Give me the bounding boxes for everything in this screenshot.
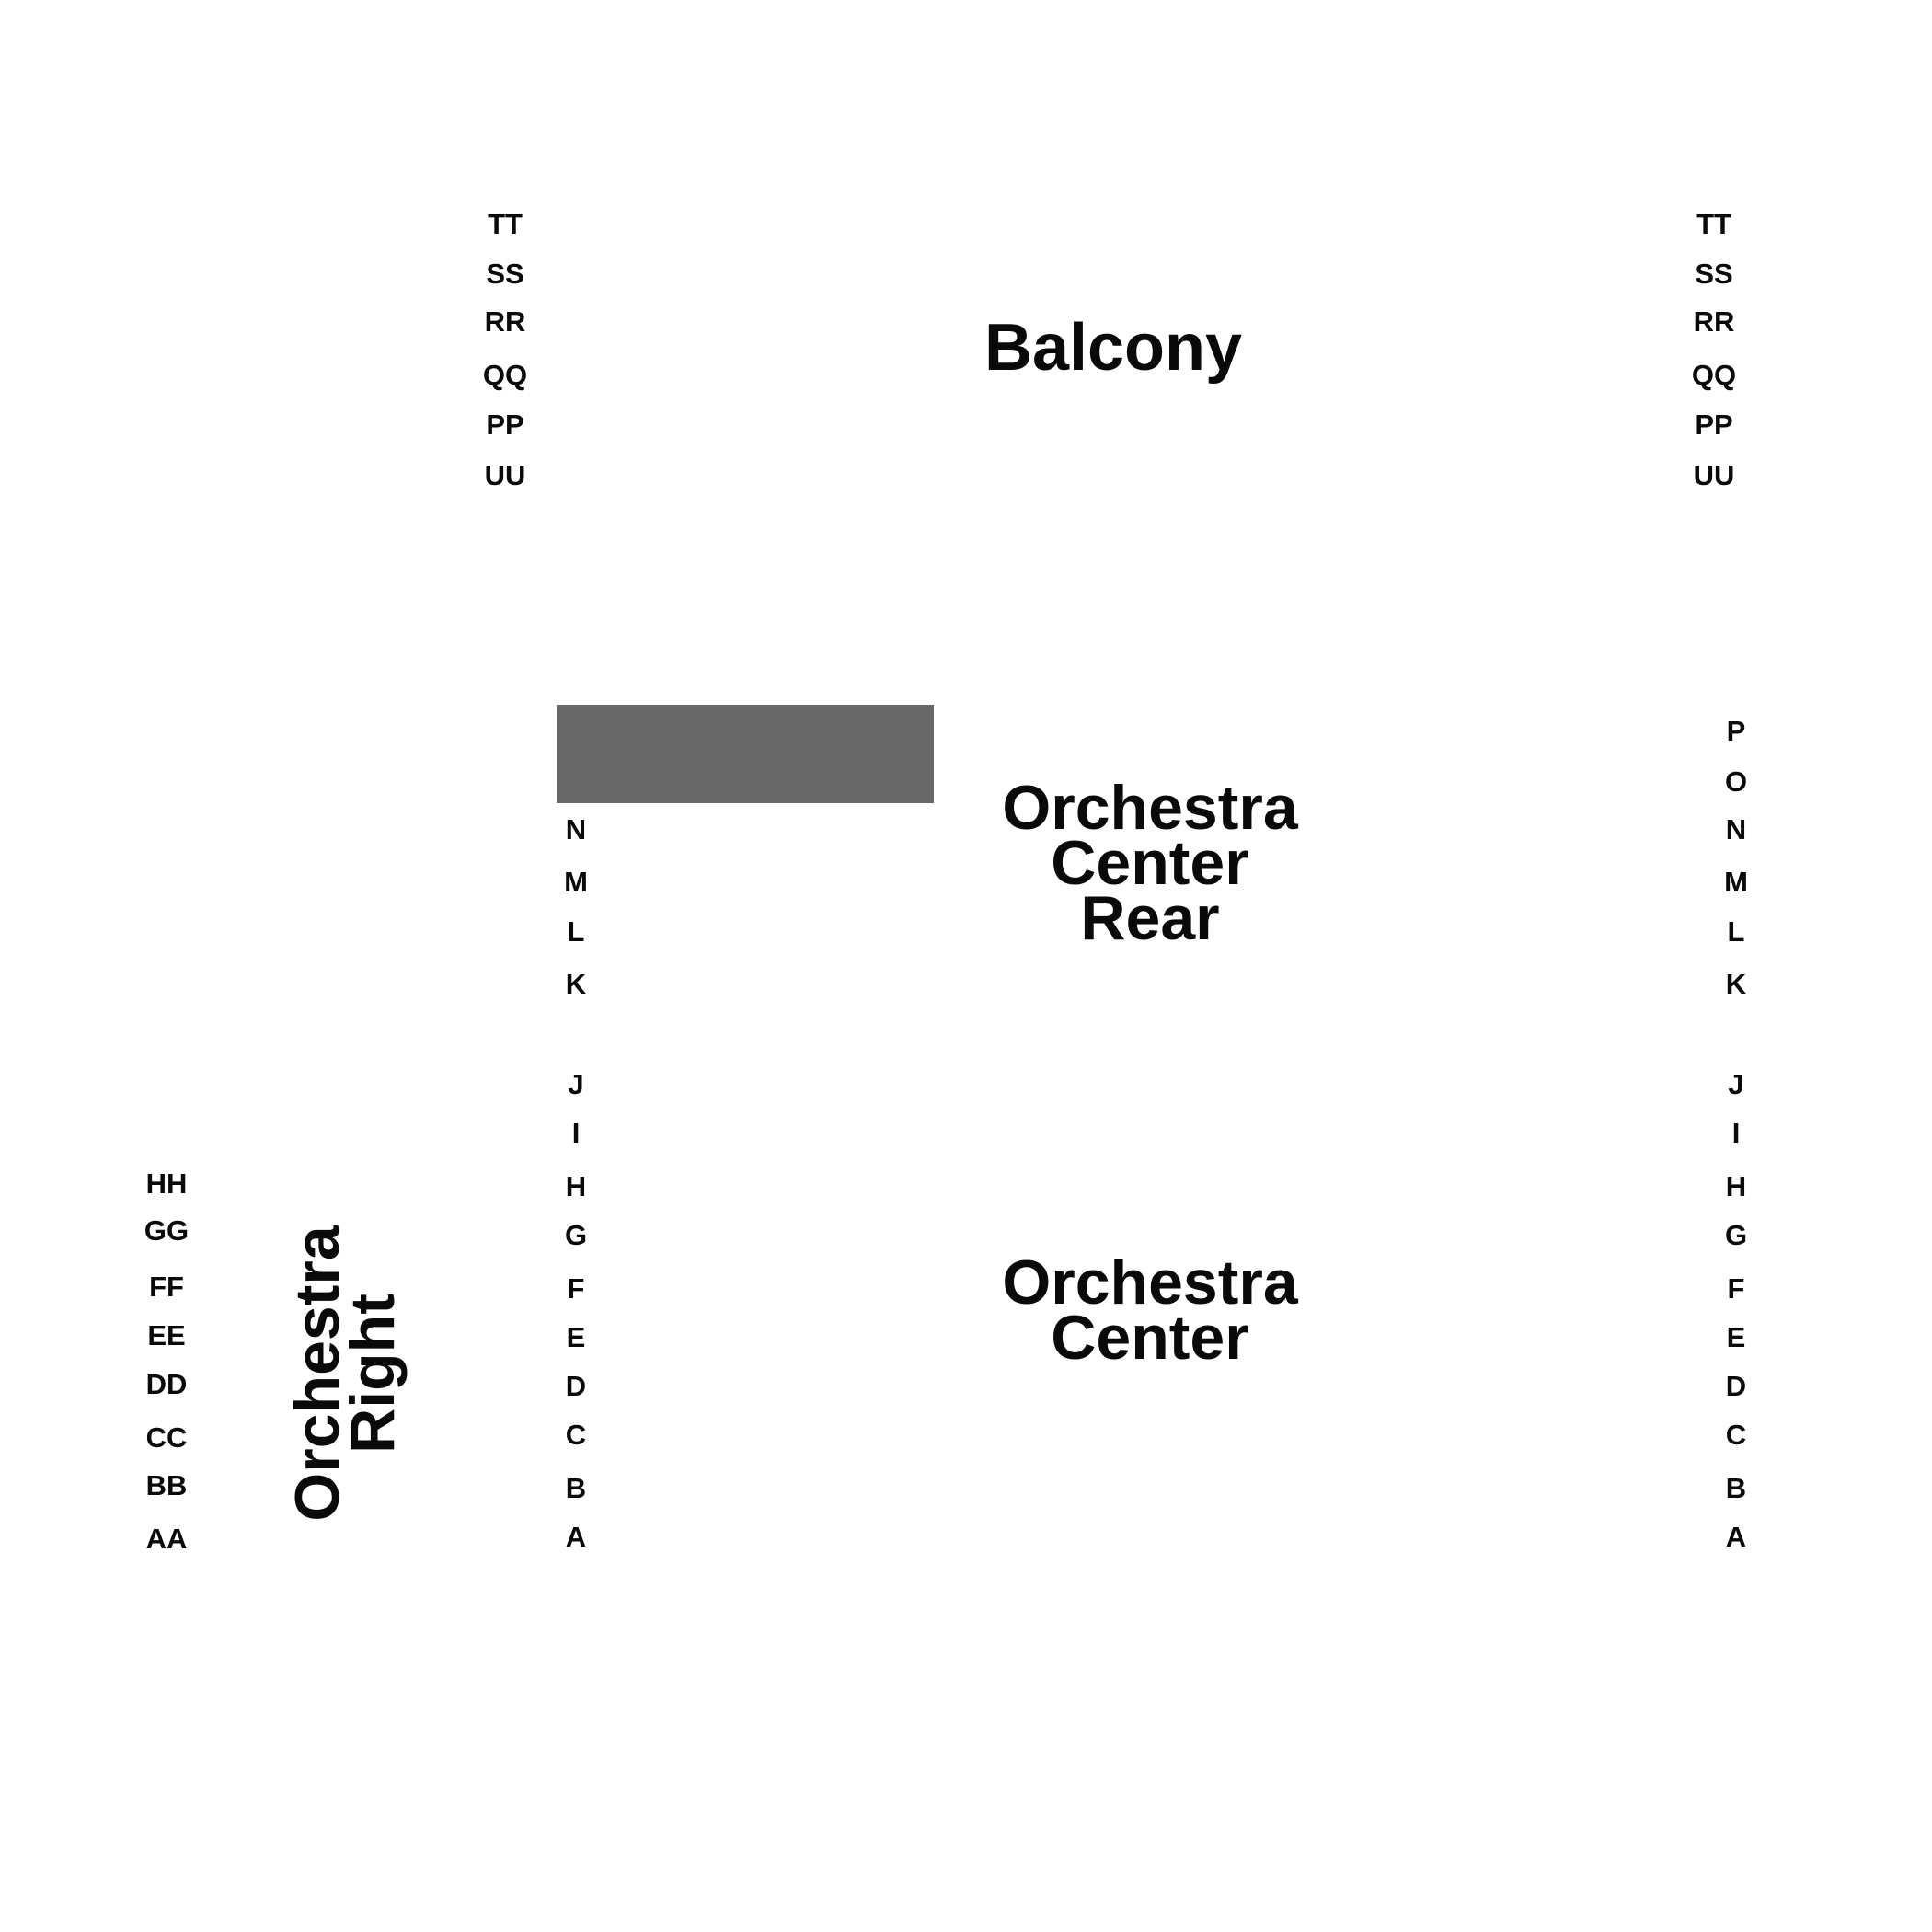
row-label-orchestra-right: DD xyxy=(145,1368,188,1400)
section-label-orchestra-center[interactable]: Orchestra Center xyxy=(957,1248,1343,1373)
row-label-center-right: E xyxy=(1726,1321,1746,1353)
row-label-center-left: A xyxy=(565,1521,587,1553)
section-label-line: Orchestra xyxy=(1002,773,1298,843)
row-label-balcony-right: QQ xyxy=(1691,359,1737,391)
section-label-orchestra-center-rear[interactable]: Orchestra Center Rear xyxy=(957,773,1343,953)
row-label-center-right: G xyxy=(1724,1219,1748,1251)
row-label-center-left: F xyxy=(567,1272,585,1305)
row-label-balcony-left: QQ xyxy=(482,359,528,391)
section-label-orchestra-right[interactable]: Orchestra Right xyxy=(282,1217,408,1530)
row-label-balcony-left: PP xyxy=(486,408,524,441)
row-label-balcony-left: RR xyxy=(484,305,526,338)
row-label-center-left: D xyxy=(565,1370,587,1402)
row-label-center-left: J xyxy=(568,1068,584,1100)
row-label-center-right: N xyxy=(1725,813,1747,845)
row-label-balcony-right: UU xyxy=(1693,459,1735,491)
row-label-center-left: I xyxy=(571,1117,581,1149)
row-label-center-right: M xyxy=(1724,866,1748,898)
row-label-center-left: K xyxy=(565,968,587,1000)
row-label-center-right: L xyxy=(1727,915,1745,948)
section-label-line: Rear xyxy=(1080,883,1220,953)
row-label-center-right: J xyxy=(1728,1068,1744,1100)
row-label-center-left: N xyxy=(565,813,587,845)
row-label-center-right: K xyxy=(1725,968,1747,1000)
section-label-line: Right xyxy=(338,1294,408,1454)
row-label-center-right: C xyxy=(1725,1419,1747,1451)
row-label-orchestra-right: FF xyxy=(149,1271,184,1303)
row-label-balcony-left: SS xyxy=(486,258,524,290)
row-label-center-right: O xyxy=(1724,765,1748,798)
blocked-area xyxy=(557,705,934,803)
row-label-center-left: M xyxy=(564,866,588,898)
row-label-orchestra-right: AA xyxy=(145,1523,188,1555)
row-label-center-right: A xyxy=(1725,1521,1747,1553)
row-label-orchestra-right: HH xyxy=(145,1167,188,1200)
row-label-center-right: F xyxy=(1727,1272,1745,1305)
row-label-balcony-right: TT xyxy=(1696,208,1731,240)
row-label-center-right: D xyxy=(1725,1370,1747,1402)
row-label-balcony-right: PP xyxy=(1695,408,1733,441)
row-label-center-left: G xyxy=(564,1219,588,1251)
row-label-center-left: E xyxy=(566,1321,586,1353)
row-label-orchestra-right: BB xyxy=(145,1469,188,1501)
section-label-balcony[interactable]: Balcony xyxy=(983,311,1243,385)
section-label-line: Center xyxy=(1051,828,1249,898)
row-label-balcony-right: SS xyxy=(1695,258,1733,290)
row-label-center-left: H xyxy=(565,1170,587,1202)
row-label-center-left: C xyxy=(565,1419,587,1451)
row-label-center-right: P xyxy=(1726,715,1746,747)
row-label-orchestra-right: EE xyxy=(147,1319,186,1351)
row-label-center-right: B xyxy=(1725,1472,1747,1504)
section-label-line: Orchestra xyxy=(282,1225,352,1522)
row-label-balcony-right: RR xyxy=(1693,305,1735,338)
row-label-balcony-left: TT xyxy=(488,208,523,240)
row-label-center-right: I xyxy=(1731,1117,1741,1149)
row-label-center-right: H xyxy=(1725,1170,1747,1202)
row-label-center-left: L xyxy=(567,915,585,948)
section-label-line: Orchestra xyxy=(1002,1248,1298,1317)
row-label-balcony-left: UU xyxy=(484,459,526,491)
section-label-line: Center xyxy=(1051,1303,1249,1373)
row-label-orchestra-right: CC xyxy=(145,1421,188,1454)
row-label-orchestra-right: GG xyxy=(144,1214,190,1247)
row-label-center-left: B xyxy=(565,1472,587,1504)
